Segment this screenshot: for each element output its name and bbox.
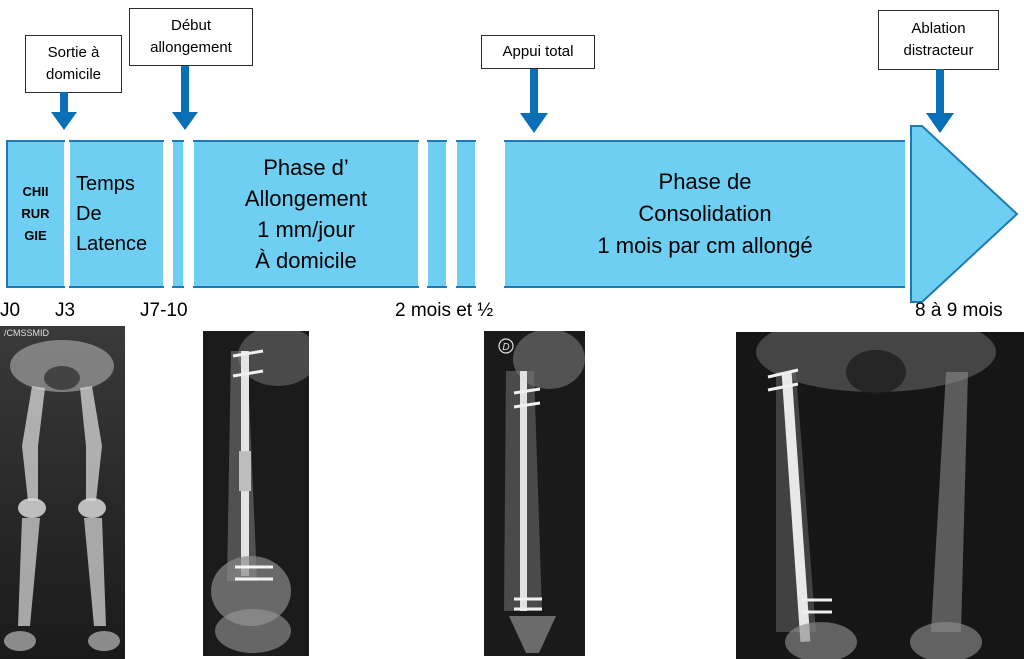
xray-preop-legs: /CMSSMID (0, 326, 125, 659)
segment-gap (428, 141, 446, 287)
bar-edge (456, 140, 476, 142)
phase-line: CHII (22, 184, 49, 199)
tick-2-mois: 2 mois et ½ (395, 300, 494, 321)
bar-edge (69, 286, 164, 288)
xray-label: /CMSSMID (4, 328, 50, 338)
phase-line: GIE (24, 228, 47, 243)
callout-line: domicile (45, 66, 102, 83)
bar-edge (193, 286, 419, 288)
arrow-down-icon (172, 66, 198, 130)
segment-allongement (194, 141, 418, 287)
timeline-arrowhead (910, 125, 1019, 303)
phase-chirurgie: CHII RUR GIE (8, 141, 63, 287)
bar-edge (193, 140, 419, 142)
callout-line: Appui total (502, 43, 574, 60)
phase-line: RUR (21, 206, 50, 221)
bar-edge (69, 140, 164, 142)
bar-edge (427, 140, 447, 142)
phase-line: 1 mois par cm allongé (597, 233, 813, 258)
phase-line: Latence (76, 233, 148, 255)
phase-line: Allongement (244, 186, 368, 211)
segment-chirurgie (7, 141, 64, 287)
callout-line: Sortie à (47, 44, 100, 61)
phase-line: De (76, 203, 102, 225)
bar-edge (6, 140, 65, 142)
phase-line: À domicile (255, 248, 357, 273)
bar-edge (504, 286, 905, 288)
callout-sortie-domicile: Sortie à domicile (25, 35, 122, 93)
bar-edge (456, 286, 476, 288)
phase-line: Phase d’ (263, 155, 349, 180)
segment-latence (70, 141, 163, 287)
callout-appui-total: Appui total (481, 35, 595, 69)
xray-lengthening-femur (203, 331, 309, 656)
phase-consolidation: Phase de Consolidation 1 mois par cm all… (505, 141, 905, 287)
xray-marker: D (502, 342, 509, 353)
arrow-down-icon (520, 69, 548, 133)
phase-line: Consolidation (638, 201, 772, 226)
callout-line: Début (170, 17, 212, 34)
segment-consolidation (505, 141, 905, 287)
phase-allongement: Phase d’ Allongement 1 mm/jour À domicil… (194, 141, 418, 287)
phase-line: Phase de (658, 169, 752, 194)
callout-debut-allongement: Début allongement (129, 8, 253, 66)
bar-edge (172, 140, 184, 142)
bar-edge (6, 286, 65, 288)
arrow-down-icon (926, 69, 954, 133)
callout-ablation-distracteur: Ablation distracteur (878, 10, 999, 70)
xray-full-weight-femur: D (484, 331, 585, 656)
segment-gap (457, 141, 475, 287)
bar-edge (504, 140, 905, 142)
phase-latence: Temps De Latence (70, 141, 163, 287)
tick-j0: J0 (0, 300, 21, 321)
callout-line: allongement (150, 39, 232, 56)
bar-edge (172, 286, 184, 288)
bar-edge (6, 140, 8, 288)
bar-edge (427, 286, 447, 288)
xray-final-both-legs (736, 332, 1024, 659)
segment-gap (173, 141, 183, 287)
arrow-down-icon (51, 92, 77, 130)
callout-line: Ablation (911, 20, 966, 37)
phase-line: Temps (76, 173, 135, 195)
tick-8-9-mois: 8 à 9 mois (915, 300, 1003, 321)
tick-j3: J3 (55, 300, 76, 321)
phase-line: 1 mm/jour (257, 217, 355, 242)
callout-line: distracteur (903, 42, 974, 59)
tick-j7-10: J7-10 (140, 300, 188, 321)
